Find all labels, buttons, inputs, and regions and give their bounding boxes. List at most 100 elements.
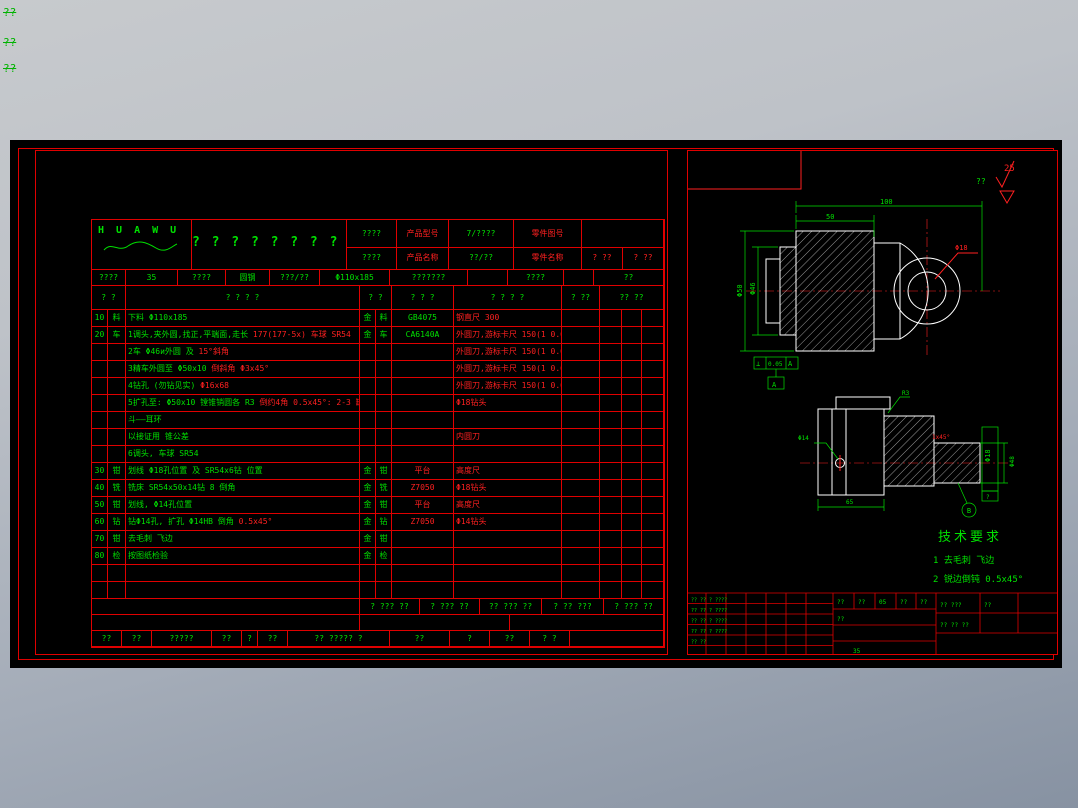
- table-cell: [92, 412, 108, 428]
- table-cell: [392, 429, 454, 445]
- table-cell: [360, 395, 376, 411]
- table-cell: 5扩孔至: Φ50x10 镗锥销圆各 R3 倒约4角 0.5x45°: 2-3 …: [126, 395, 360, 411]
- process-row: 2车 Φ46и外圆 及 15°斜角外圆刀,游标卡尺 150(1 0.02: [92, 344, 664, 361]
- table-cell: Z7050: [392, 514, 454, 530]
- table-cell: 按图纸检验: [126, 548, 360, 564]
- table-cell: [600, 497, 622, 513]
- table-cell: [562, 582, 600, 598]
- table-cell: [642, 497, 664, 513]
- table-cell: ? ?: [360, 286, 392, 309]
- dim-stub: Φ18: [984, 449, 992, 462]
- header-cell: [582, 220, 664, 247]
- table-cell: [376, 361, 392, 377]
- table-cell: 钳: [108, 463, 126, 479]
- table-cell: 金: [360, 514, 376, 530]
- table-cell: [108, 361, 126, 377]
- brand-logo: H U A W U: [98, 225, 180, 236]
- tb-weight: 35: [853, 648, 861, 655]
- table-cell: ? ?? ???: [542, 599, 604, 614]
- table-cell: [600, 327, 622, 343]
- table-cell: [126, 582, 360, 598]
- table-cell: [376, 446, 392, 462]
- process-content: 按图纸检验: [128, 551, 168, 560]
- tb-right-cell: ?? ?? ??: [940, 622, 969, 629]
- signature-scribble-icon: [103, 241, 178, 251]
- table-cell: 高度尺: [454, 497, 562, 513]
- table-cell: [360, 446, 376, 462]
- table-cell: [92, 446, 108, 462]
- process-content: 以接证用 锥公差: [128, 432, 189, 441]
- table-cell: [562, 395, 600, 411]
- table-cell: ? ? ?: [392, 286, 454, 309]
- table-cell: [392, 565, 454, 581]
- table-cell: ?: [450, 631, 490, 646]
- table-cell: [376, 344, 392, 360]
- table-cell: 钳: [108, 497, 126, 513]
- table-cell: ?? ??? ??: [480, 599, 542, 614]
- table-cell: ? ??? ??: [360, 599, 420, 614]
- table-cell: [108, 378, 126, 394]
- tb-right-cell: ??: [984, 602, 992, 609]
- table-cell: 金: [360, 548, 376, 564]
- table-cell: [454, 582, 562, 598]
- table-cell: 下料 Φ110x185: [126, 310, 360, 326]
- table-cell: [108, 395, 126, 411]
- table-cell: [622, 565, 642, 581]
- table-cell: [92, 378, 108, 394]
- table-cell: 以接证用 锥公差: [126, 429, 360, 445]
- table-cell: [642, 582, 664, 598]
- table-cell: 去毛刺 飞边: [126, 531, 360, 547]
- table-cell: [562, 531, 600, 547]
- dim-top2: 100: [880, 198, 893, 206]
- header-cell: ? ??: [623, 248, 664, 269]
- table-cell: [600, 395, 622, 411]
- table-cell: ???????: [390, 270, 468, 285]
- table-cell: [642, 514, 664, 530]
- table-cell: ??: [122, 631, 152, 646]
- table-cell: ?? ????? ?: [288, 631, 390, 646]
- table-cell: [622, 548, 642, 564]
- table-cell: [454, 565, 562, 581]
- table-cell: 60: [92, 514, 108, 530]
- table-cell: ??: [594, 270, 664, 285]
- process-content: 5扩孔至: Φ50x10 镗锥销圆各 R3: [128, 398, 260, 407]
- watermark-text: ??: [3, 6, 17, 19]
- table-cell: [376, 395, 392, 411]
- table-cell: Z7050: [392, 480, 454, 496]
- table-cell: [622, 412, 642, 428]
- table-cell: [642, 378, 664, 394]
- table-cell: 外圆刀,游标卡尺 150(1 0.02: [454, 344, 562, 360]
- datum-value: 0.05: [768, 361, 783, 368]
- brand-cell: H U A W U: [92, 220, 192, 269]
- table-cell: 斗——耳环: [126, 412, 360, 428]
- table-cell: ? ? ? ?: [126, 286, 360, 309]
- table-cell: [600, 344, 622, 360]
- process-content: 1调头,夹外圆,找正,平端面,走长: [128, 330, 253, 339]
- table-cell: 10: [92, 310, 108, 326]
- table-cell: [562, 378, 600, 394]
- table-cell: [642, 395, 664, 411]
- table-cell: [600, 480, 622, 496]
- table-cell: [360, 615, 510, 630]
- table-cell: [562, 548, 600, 564]
- header-cell: ????: [347, 248, 397, 269]
- table-cell: 40: [92, 480, 108, 496]
- table-cell: 金: [360, 327, 376, 343]
- roughness-value: 25: [1004, 164, 1015, 174]
- dim-stub2: ?: [986, 494, 990, 501]
- tb-sign-row: ?? ?? ? ????: [691, 598, 727, 604]
- tb-sign-row: ?? ?? ? ????: [691, 629, 727, 635]
- table-cell: Φ18钻头: [454, 480, 562, 496]
- table-cell: 金: [360, 497, 376, 513]
- table-cell: [454, 446, 562, 462]
- tech-line1: 1 去毛刺 飞边: [933, 554, 994, 566]
- spacer-row: [92, 615, 664, 631]
- table-cell: [600, 463, 622, 479]
- part-name-label: 零件名称: [514, 248, 582, 269]
- table-cell: [92, 582, 108, 598]
- process-content-red: 0.5x45°: [238, 517, 273, 526]
- table-cell: ???/??: [270, 270, 320, 285]
